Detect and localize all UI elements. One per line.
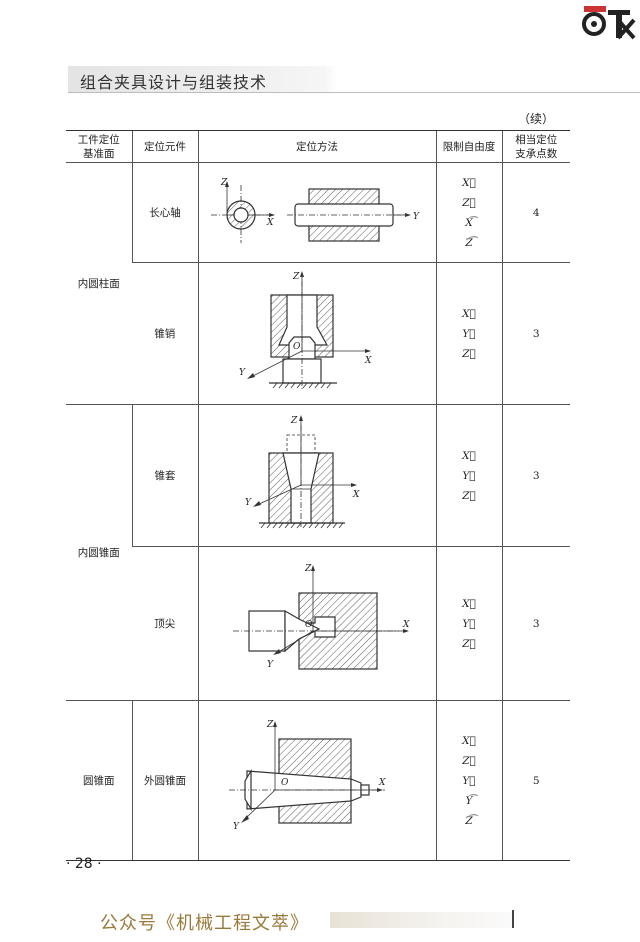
- table-row: 顶尖: [66, 546, 570, 701]
- method-diagram: Z X Y: [197, 404, 436, 547]
- dof-item: Z͡: [465, 236, 473, 249]
- axis-label-y: Y: [267, 660, 274, 670]
- axis-label-x: X: [364, 356, 372, 366]
- table-row: 锥销: [66, 262, 570, 405]
- header-rule: [68, 92, 640, 93]
- points-cell: 5: [501, 700, 570, 861]
- header-band: [68, 66, 640, 92]
- points-cell: 4: [501, 162, 570, 263]
- axis-label-o: O: [281, 778, 289, 788]
- dof-cell: X⃗ Z⃗ Y⃗ Y͡ Z͡: [435, 700, 502, 861]
- group-label: 内圆锥面: [66, 404, 132, 701]
- dof-item: Z⃗: [462, 489, 476, 502]
- header-line: 相当定位: [515, 133, 558, 146]
- axis-label-y: Y: [239, 368, 246, 378]
- axis-label-y: Y: [245, 498, 252, 508]
- external-cone-diagram: Z X Y O: [229, 720, 386, 832]
- axis-label-o: O: [305, 620, 313, 630]
- points-cell: 3: [501, 262, 570, 405]
- dof-item: X⃗: [462, 307, 476, 320]
- cone-sleeve-diagram: Z X Y: [245, 415, 360, 529]
- method-diagram: Z X Y: [197, 162, 436, 263]
- dof-item: Y⃗: [462, 617, 476, 630]
- dof-item: Z⃗: [462, 196, 476, 209]
- blurred-region: [330, 912, 512, 928]
- axis-label-x: X: [378, 778, 386, 788]
- dof-item: X͡: [465, 216, 473, 229]
- positioning-table: 工件定位 基准面 定位元件 定位方法 限制自由度 相当定位 支承点数 内圆柱面 …: [66, 130, 570, 861]
- points-cell: 3: [501, 404, 570, 547]
- axis-label-z: Z: [290, 416, 298, 426]
- dof-cell: X⃗ Y⃗ Z⃗: [435, 546, 502, 701]
- element-label: 长心轴: [131, 162, 198, 263]
- group-label: 圆锥面: [66, 700, 132, 861]
- wechat-watermark: 公众号《机械工程文萃》: [100, 913, 309, 934]
- axis-label-z: Z: [220, 178, 228, 188]
- dof-item: Y⃗: [462, 327, 476, 340]
- dof-item: Y⃗: [462, 774, 476, 787]
- element-label: 外圆锥面: [131, 700, 198, 861]
- dof-item: Y͡: [465, 794, 473, 807]
- axis-label-y: Y: [413, 212, 420, 222]
- header-line: 工件定位: [77, 133, 120, 146]
- book-title: 组合夹具设计与组装技术: [80, 73, 268, 92]
- group-label: 内圆柱面: [66, 162, 132, 405]
- element-label: 顶尖: [132, 546, 198, 701]
- method-diagram: Z X Y O: [197, 546, 436, 701]
- header-datum-surface: 工件定位 基准面: [66, 130, 132, 163]
- dof-cell: X⃗ Y⃗ Z⃗: [435, 404, 502, 547]
- dof-item: X⃗: [462, 449, 476, 462]
- axis-label-x: X: [352, 490, 360, 500]
- table-header-row: 工件定位 基准面 定位元件 定位方法 限制自由度 相当定位 支承点数: [66, 130, 570, 163]
- axis-label-z: Z: [304, 564, 312, 574]
- axis-label-x: X: [266, 218, 274, 228]
- dof-item: Z⃗: [462, 754, 476, 767]
- header-points: 相当定位 支承点数: [501, 130, 570, 163]
- dof-item: X⃗: [462, 176, 476, 189]
- dof-item: Z⃗: [462, 347, 476, 360]
- dof-item: Y⃗: [462, 469, 476, 482]
- table-row: 内圆锥面 锥套: [66, 404, 570, 701]
- header-line: 支承点数: [515, 147, 558, 160]
- center-point-diagram: Z X Y O: [233, 564, 410, 670]
- header-element: 定位元件: [131, 130, 198, 163]
- header-method: 定位方法: [197, 130, 436, 163]
- dof-item: X⃗: [462, 597, 476, 610]
- table-row: 圆锥面 外圆锥面: [66, 700, 570, 861]
- publisher-logo: [582, 6, 636, 40]
- header-line: 基准面: [83, 147, 115, 160]
- points-cell: 3: [501, 546, 570, 701]
- axis-label-o: O: [293, 342, 301, 352]
- cone-pin-diagram: Z X Y O: [239, 271, 372, 389]
- axis-label-y: Y: [233, 822, 240, 832]
- method-diagram: Z X Y O: [197, 262, 436, 405]
- method-diagram: Z X Y O: [197, 700, 436, 861]
- element-label: 锥销: [132, 262, 198, 405]
- dof-item: Z͡: [465, 814, 473, 827]
- axis-label-z: Z: [292, 272, 300, 282]
- header-dof: 限制自由度: [435, 130, 502, 163]
- long-mandrel-diagram: Z X Y: [211, 178, 420, 243]
- table-row: 内圆柱面 长心轴 Z X: [66, 162, 570, 405]
- dof-item: Z⃗: [462, 637, 476, 650]
- element-label: 锥套: [131, 404, 198, 547]
- page-number: · 28 ·: [66, 856, 102, 872]
- blurred-region-edge: [512, 910, 514, 928]
- dof-cell: X⃗ Y⃗ Z⃗: [435, 262, 502, 405]
- dof-item: X⃗: [462, 734, 476, 747]
- axis-label-x: X: [402, 620, 410, 630]
- axis-label-z: Z: [266, 720, 274, 730]
- dof-cell: X⃗ Z⃗ X͡ Z͡: [435, 162, 502, 263]
- continued-label: （续）: [518, 112, 555, 126]
